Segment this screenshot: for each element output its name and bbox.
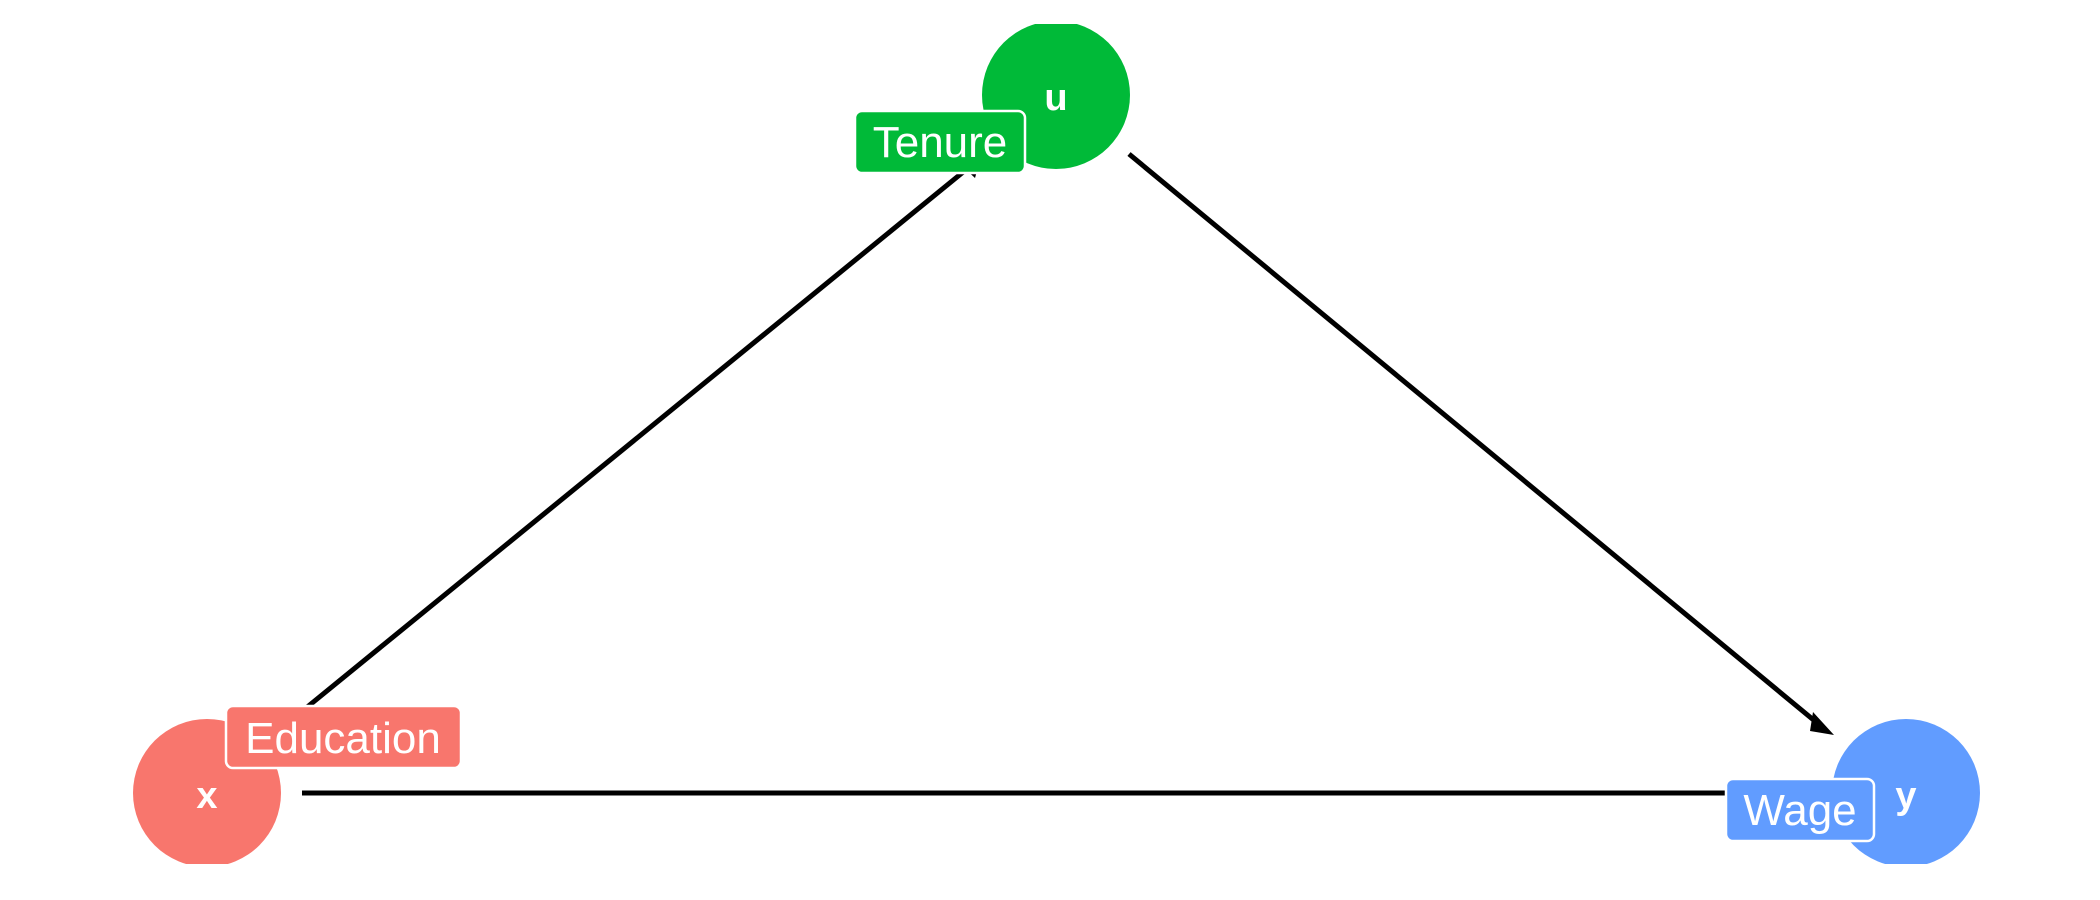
label-education-box (224, 704, 463, 770)
label-tenure: Tenure (853, 109, 1027, 175)
edges (302, 152, 1834, 796)
arrowhead-u-to-y (1810, 712, 1834, 735)
node-x-letter: x (196, 775, 217, 817)
label-education: Education (224, 704, 463, 770)
label-education-text: Education (245, 714, 441, 763)
label-wage-text: Wage (1743, 786, 1856, 835)
label-wage: Wage (1724, 777, 1876, 843)
label-wage-box (1724, 777, 1876, 843)
node-y-letter: y (1895, 775, 1916, 817)
edge-u-to-y (1127, 152, 1818, 724)
label-tenure-text: Tenure (873, 118, 1008, 167)
node-u-letter: u (1044, 77, 1067, 119)
label-tenure-box (853, 109, 1027, 175)
edge-x-to-u (304, 162, 975, 710)
